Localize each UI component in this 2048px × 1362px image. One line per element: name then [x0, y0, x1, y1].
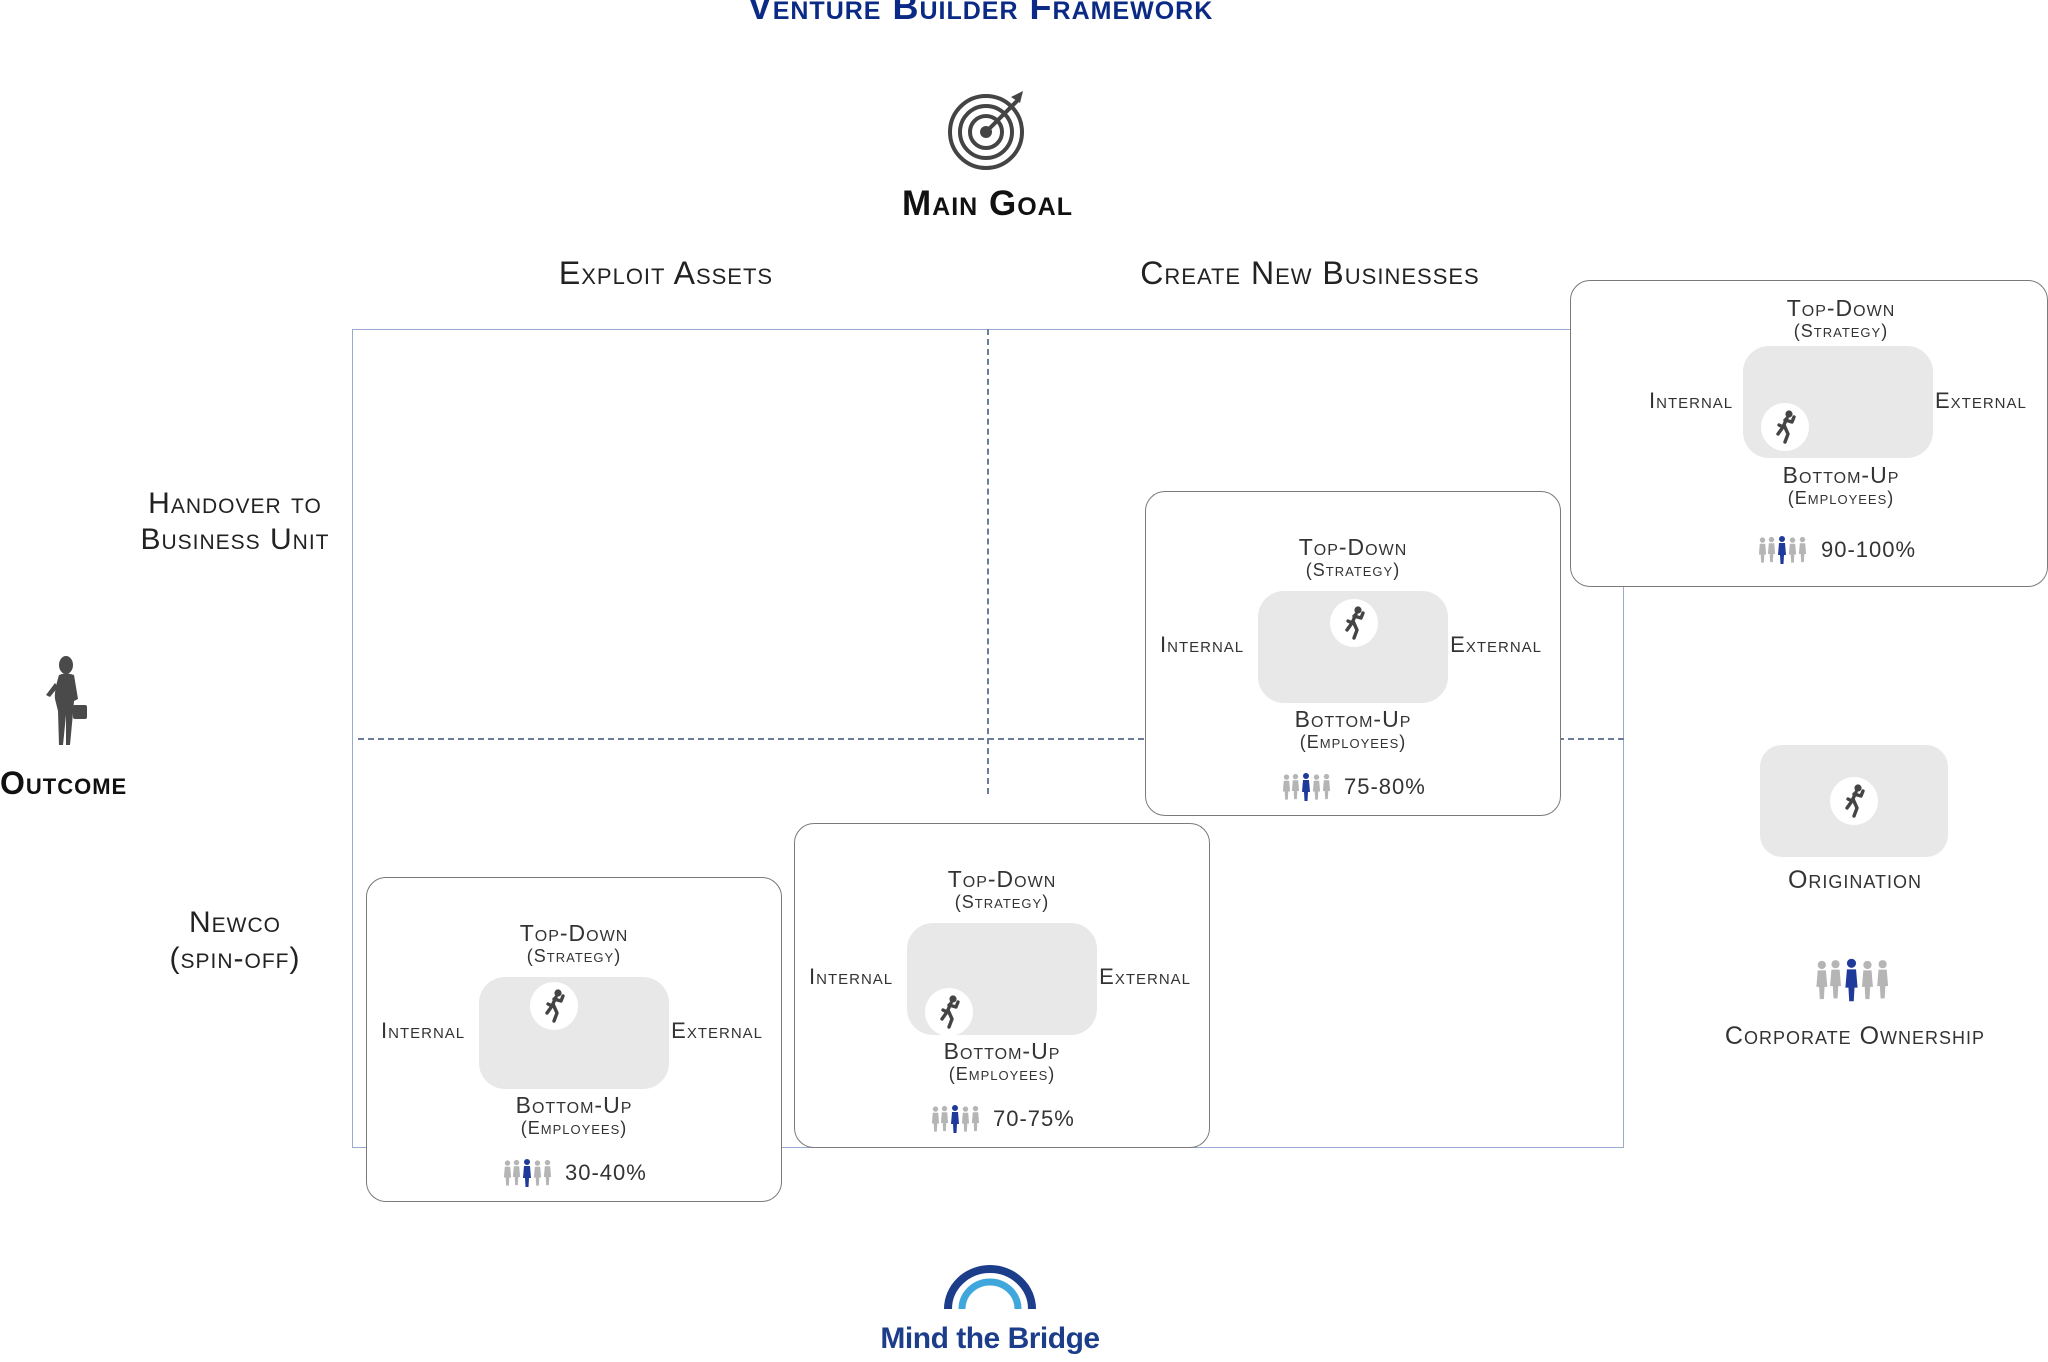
row-header-newco-line1: Newco [189, 906, 281, 939]
column-header-exploit-assets: Exploit Assets [558, 255, 774, 291]
row-header-handover: Handover to Business Unit [100, 486, 370, 558]
entrepreneur-icon [530, 982, 578, 1030]
internal-label: Internal [381, 1018, 466, 1043]
top-down-label: Top-Down [1786, 295, 1896, 321]
entrepreneur-icon [1330, 599, 1378, 647]
businesswoman-icon [40, 653, 100, 748]
top-down-label: Top-Down [519, 920, 629, 946]
strategy-label: (Strategy) [1793, 321, 1889, 341]
venture-card-handover-create: Top-Down (Strategy) Internal External Bo… [1145, 491, 1561, 816]
bottom-up-label: Bottom-Up [515, 1092, 633, 1118]
internal-label: Internal [1160, 632, 1245, 657]
main-goal-label: Main Goal [902, 184, 1073, 223]
venture-card-top-right: Top-Down (Strategy) Internal External Bo… [1570, 280, 2048, 587]
entrepreneur-icon [1761, 403, 1809, 451]
employees-label: (Employees) [1787, 488, 1895, 508]
legend-origination-label: Origination [1787, 866, 1923, 894]
strategy-label: (Strategy) [526, 946, 622, 966]
legend-origination-box [1760, 745, 1948, 857]
target-icon [945, 85, 1035, 175]
ownership-percentage: 75-80% [1344, 774, 1426, 799]
legend-corporate-ownership-label: Corporate Ownership [1724, 1022, 1986, 1050]
people-group-icon [931, 1104, 981, 1134]
employees-label: (Employees) [1299, 732, 1407, 752]
top-down-label: Top-Down [1298, 534, 1408, 560]
ownership-percentage: 90-100% [1821, 537, 1917, 562]
bottom-up-label: Bottom-Up [943, 1038, 1061, 1064]
external-label: External [1935, 388, 2027, 413]
outcome-label: Outcome [0, 765, 128, 801]
internal-label: Internal [809, 964, 894, 989]
venture-card-newco-exploit: Top-Down (Strategy) Internal External Bo… [366, 877, 782, 1202]
people-group-icon [1282, 772, 1332, 802]
ownership-percentage: 70-75% [993, 1106, 1075, 1131]
people-group-icon [1758, 535, 1808, 565]
row-header-handover-line2: Business Unit [140, 523, 330, 556]
column-header-create-new-businesses: Create New Businesses [1140, 255, 1480, 291]
horizontal-divider [358, 738, 1624, 740]
employees-label: (Employees) [948, 1064, 1056, 1084]
venture-card-newco-create: Top-Down (Strategy) Internal External Bo… [794, 823, 1210, 1148]
strategy-label: (Strategy) [1305, 560, 1401, 580]
diagram-title: Venture Builder Framework [747, 0, 1214, 27]
row-header-handover-line1: Handover to [148, 487, 322, 520]
vertical-divider [987, 329, 989, 794]
bottom-up-label: Bottom-Up [1294, 706, 1412, 732]
row-header-newco-line2: (spin-off) [169, 942, 301, 975]
entrepreneur-icon [925, 988, 973, 1036]
bridge-logo-icon [940, 1265, 1040, 1315]
logo-wordmark: Mind the Bridge [880, 1322, 1100, 1355]
top-down-label: Top-Down [947, 866, 1057, 892]
people-group-icon [503, 1158, 553, 1188]
external-label: External [671, 1018, 763, 1043]
row-header-newco: Newco (spin-off) [100, 905, 370, 977]
bottom-up-label: Bottom-Up [1782, 462, 1900, 488]
internal-label: Internal [1649, 388, 1734, 413]
ownership-percentage: 30-40% [565, 1160, 647, 1185]
strategy-label: (Strategy) [954, 892, 1050, 912]
entrepreneur-icon [1830, 777, 1878, 825]
people-group-icon [1815, 957, 1891, 1003]
external-label: External [1099, 964, 1191, 989]
employees-label: (Employees) [520, 1118, 628, 1138]
external-label: External [1450, 632, 1542, 657]
